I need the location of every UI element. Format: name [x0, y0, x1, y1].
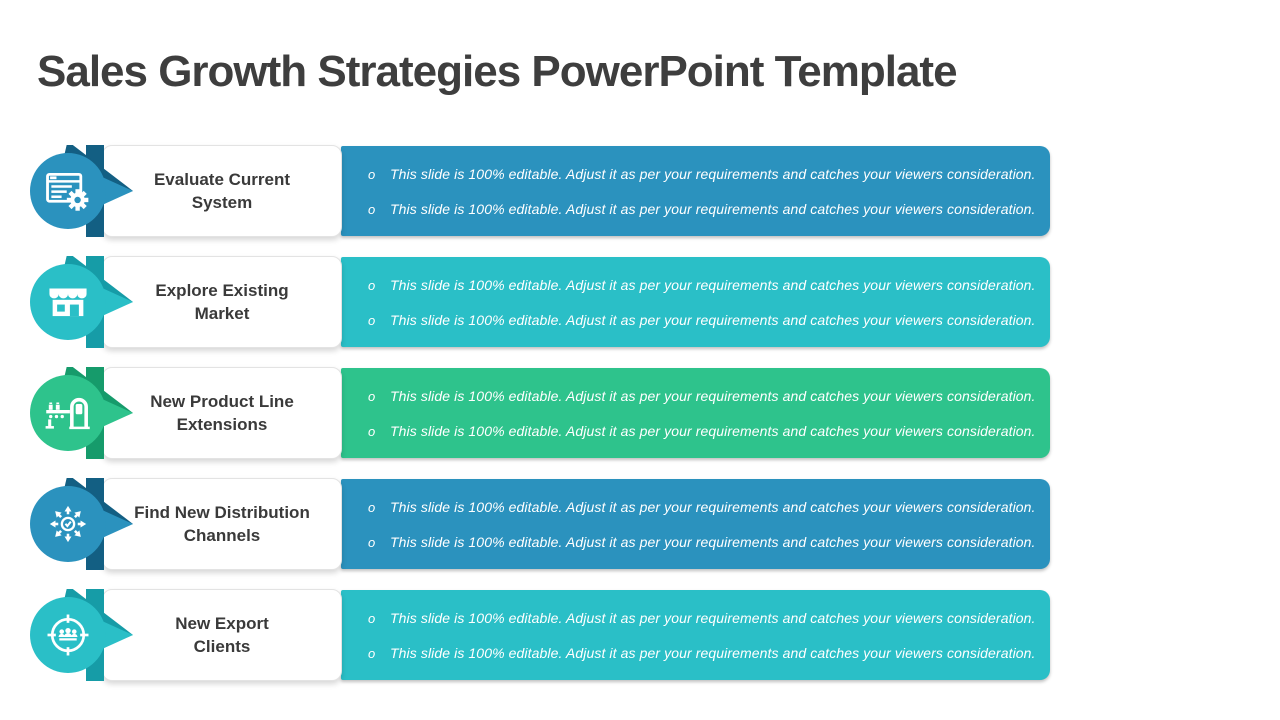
bullet-item: o This slide is 100% editable. Adjust it… — [368, 201, 1035, 217]
strategy-label: Evaluate Current System — [153, 170, 291, 212]
strategy-rows: o This slide is 100% editable. Adjust it… — [0, 145, 1280, 685]
arrow-badge — [30, 589, 133, 681]
strategy-label-box: Evaluate Current System — [102, 145, 342, 237]
bullet-item: o This slide is 100% editable. Adjust it… — [368, 388, 1035, 404]
bullet-text: This slide is 100% editable. Adjust it a… — [390, 422, 1036, 439]
bullet-text: This slide is 100% editable. Adjust it a… — [390, 165, 1036, 182]
bullet-marker: o — [368, 534, 376, 550]
strategy-row: o This slide is 100% editable. Adjust it… — [0, 478, 1060, 570]
target-clients-icon — [47, 614, 89, 656]
bullet-text: This slide is 100% editable. Adjust it a… — [390, 200, 1036, 217]
strategy-row: o This slide is 100% editable. Adjust it… — [0, 589, 1060, 681]
strategy-content-box: o This slide is 100% editable. Adjust it… — [341, 146, 1050, 236]
bullet-text: This slide is 100% editable. Adjust it a… — [390, 311, 1036, 328]
strategy-row: o This slide is 100% editable. Adjust it… — [0, 367, 1060, 459]
bullet-text: This slide is 100% editable. Adjust it a… — [390, 644, 1036, 661]
strategy-label: Find New Distribution Channels — [134, 503, 310, 545]
store-market-icon — [49, 288, 87, 317]
bullet-item: o This slide is 100% editable. Adjust it… — [368, 166, 1035, 182]
strategy-content-box: o This slide is 100% editable. Adjust it… — [341, 257, 1050, 347]
strategy-label: Explore Existing Market — [155, 281, 289, 323]
bullet-item: o This slide is 100% editable. Adjust it… — [368, 499, 1035, 515]
bullet-text: This slide is 100% editable. Adjust it a… — [390, 609, 1036, 626]
icon-circle — [30, 153, 106, 229]
system-evaluation-icon — [46, 172, 89, 211]
bullet-text: This slide is 100% editable. Adjust it a… — [390, 276, 1036, 293]
bullet-item: o This slide is 100% editable. Adjust it… — [368, 645, 1035, 661]
bullet-marker: o — [368, 166, 376, 182]
arrow-badge — [30, 478, 133, 570]
strategy-content-box: o This slide is 100% editable. Adjust it… — [341, 590, 1050, 680]
strategy-content-box: o This slide is 100% editable. Adjust it… — [341, 479, 1050, 569]
bullet-marker: o — [368, 388, 376, 404]
bullet-marker: o — [368, 645, 376, 661]
strategy-label-box: Explore Existing Market — [102, 256, 342, 348]
arrow-badge — [30, 145, 133, 237]
page-title: Sales Growth Strategies PowerPoint Templ… — [37, 47, 958, 96]
bullet-item: o This slide is 100% editable. Adjust it… — [368, 534, 1035, 550]
bullet-item: o This slide is 100% editable. Adjust it… — [368, 610, 1035, 626]
bullet-marker: o — [368, 312, 376, 328]
strategy-label: New Product Line Extensions — [150, 392, 294, 434]
bullet-item: o This slide is 100% editable. Adjust it… — [368, 423, 1035, 439]
production-line-icon — [45, 397, 90, 430]
strategy-label-box: New Export Clients — [102, 589, 342, 681]
arrow-badge — [30, 367, 133, 459]
bullet-marker: o — [368, 201, 376, 217]
arrow-badge — [30, 256, 133, 348]
bullet-text: This slide is 100% editable. Adjust it a… — [390, 533, 1036, 550]
bullet-marker: o — [368, 277, 376, 293]
bullet-marker: o — [368, 499, 376, 515]
strategy-label-box: Find New Distribution Channels — [102, 478, 342, 570]
bullet-text: This slide is 100% editable. Adjust it a… — [390, 387, 1036, 404]
bullet-item: o This slide is 100% editable. Adjust it… — [368, 277, 1035, 293]
strategy-label-box: New Product Line Extensions — [102, 367, 342, 459]
strategy-content-box: o This slide is 100% editable. Adjust it… — [341, 368, 1050, 458]
bullet-marker: o — [368, 610, 376, 626]
strategy-label: New Export Clients — [175, 614, 269, 656]
bullet-marker: o — [368, 423, 376, 439]
strategy-row: o This slide is 100% editable. Adjust it… — [0, 256, 1060, 348]
bullet-item: o This slide is 100% editable. Adjust it… — [368, 312, 1035, 328]
strategy-row: o This slide is 100% editable. Adjust it… — [0, 145, 1060, 237]
bullet-text: This slide is 100% editable. Adjust it a… — [390, 498, 1036, 515]
distribution-arrows-icon — [49, 505, 87, 543]
